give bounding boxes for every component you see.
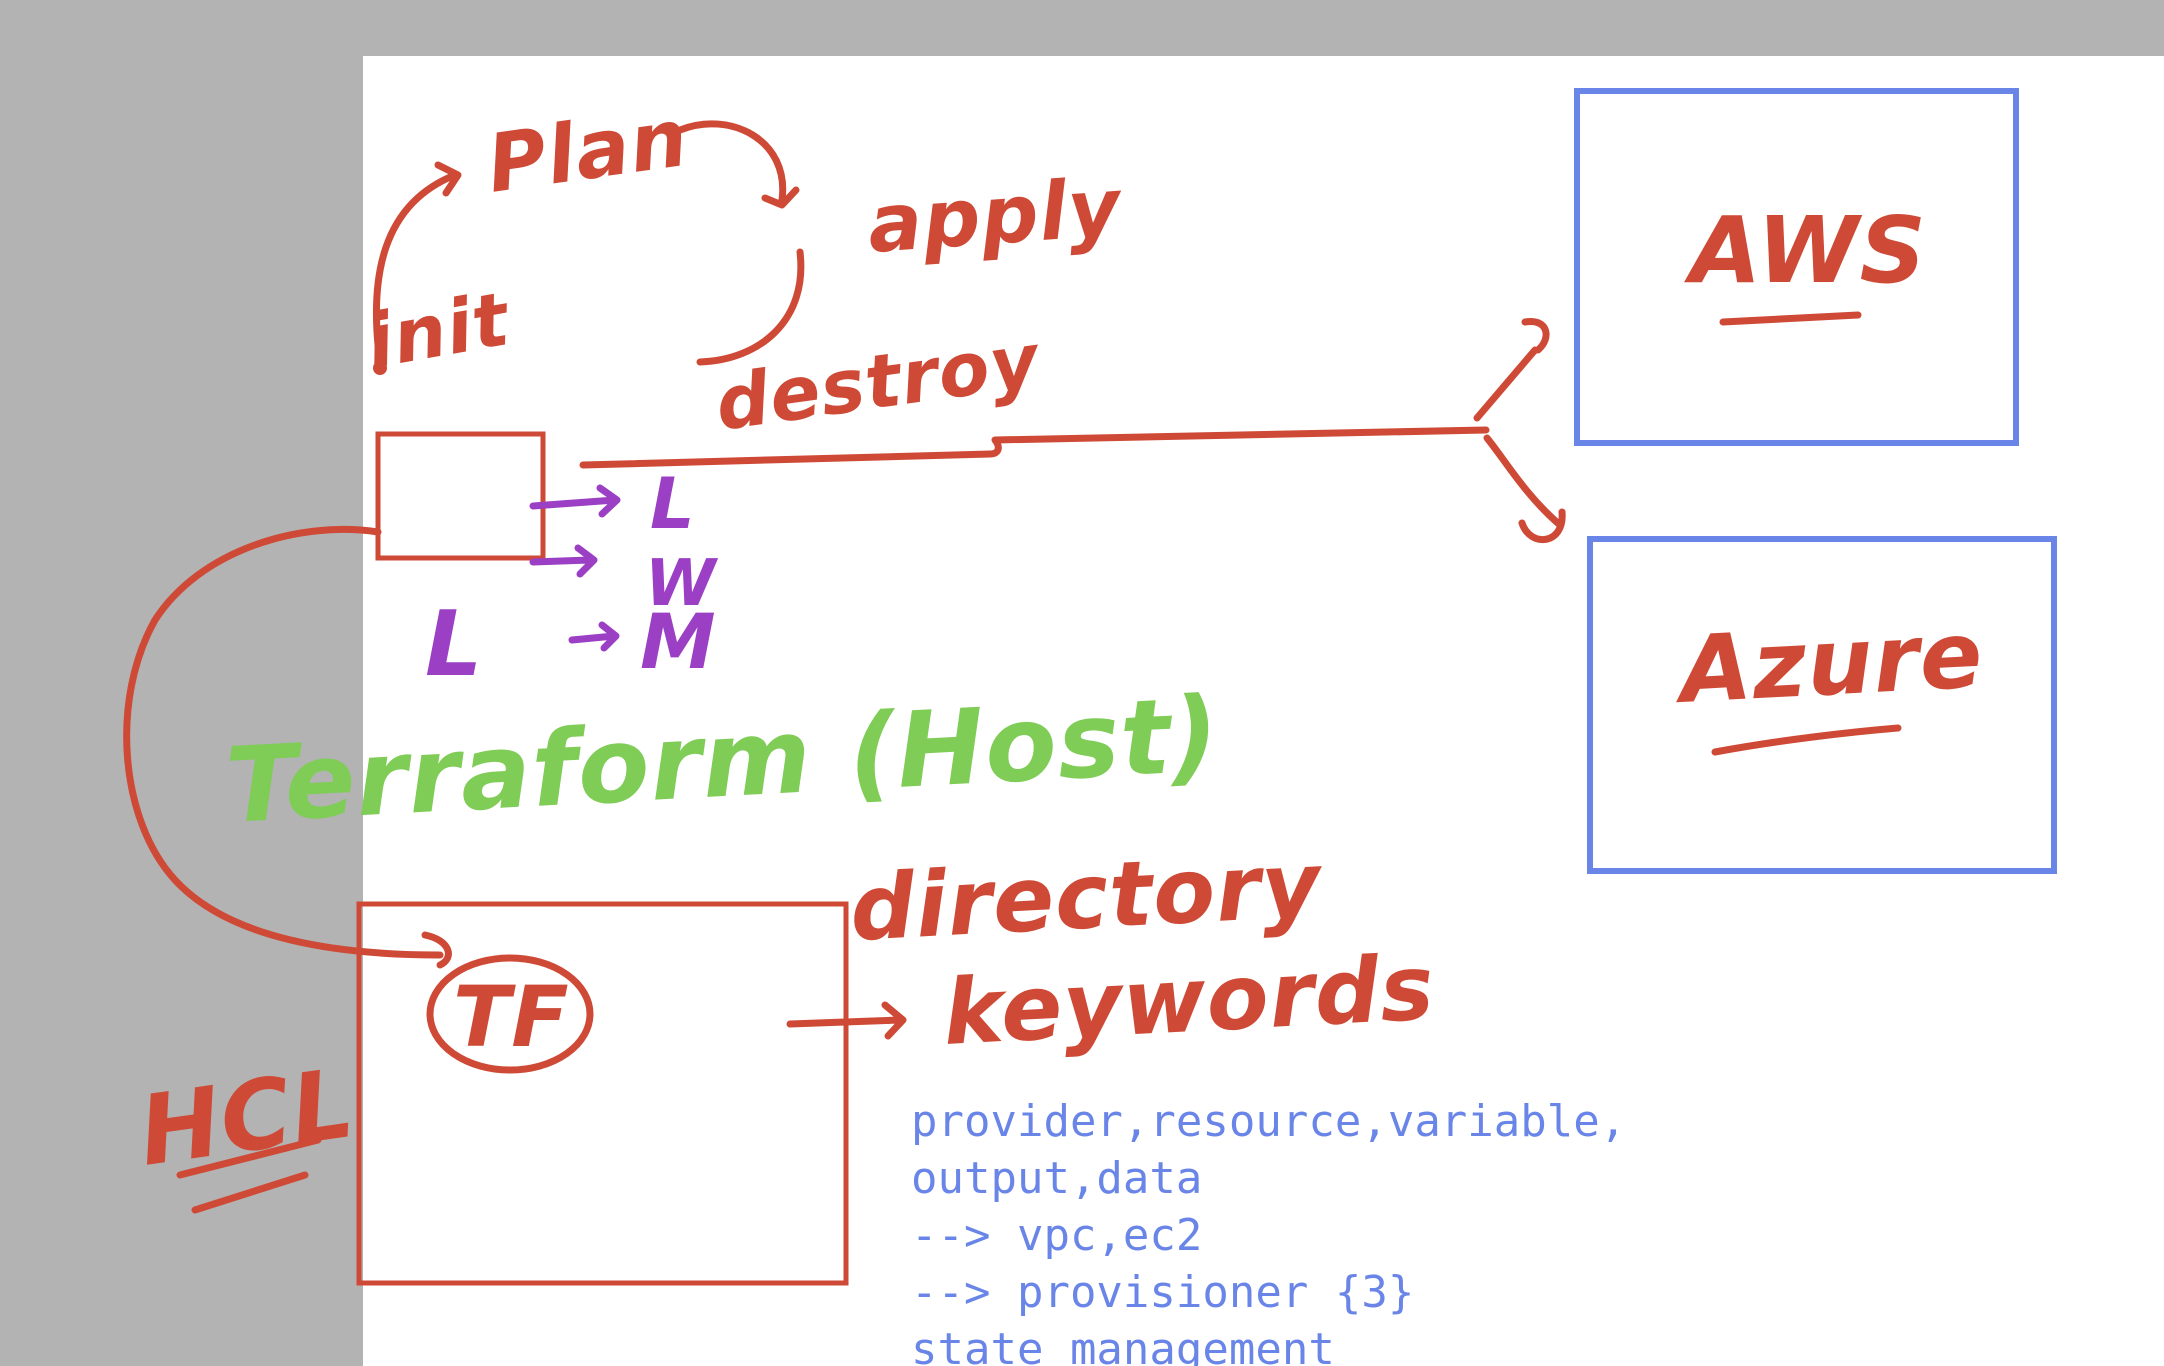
azure-underline [1711,724,1902,756]
aws-label: AWS [1684,197,1927,304]
os-target-m: M [640,597,717,686]
init-to-plan-arrow [372,171,459,349]
keywords-label: keywords [941,935,1438,1066]
workflow-plan: Plan [482,91,694,211]
to-aws-arrow [1473,346,1539,422]
arrow-to-l [529,484,621,518]
whiteboard-canvas[interactable] [363,56,2164,1366]
hcl-label: HCL [133,1047,361,1188]
azure-label: Azure [1672,601,1986,724]
to-azure-arrowhead [1518,508,1566,543]
hcl-underline-2 [191,1171,309,1214]
tf-to-keywords-arrow [786,1001,907,1040]
keyword-line: state management [911,1324,1335,1366]
workflow-init: init [360,276,517,386]
to-aws-arrowhead [1521,318,1550,354]
directory-label: directory [848,832,1326,962]
linux-symbol: L [425,592,483,697]
host-to-providers-line [579,426,1490,469]
aws-box [1574,88,2019,446]
hcl-underline-1 [176,1136,322,1179]
arrow-to-w [529,544,598,578]
aws-underline [1719,311,1862,326]
keyword-line: output,data [911,1153,1203,1204]
os-target-w: W [645,547,719,621]
keyword-line: --> provisioner {3} [911,1267,1415,1318]
init-to-plan-arrowhead [434,161,462,197]
init-dot [373,361,387,375]
azure-box [1587,536,2057,874]
plan-to-apply-arrow [676,120,787,204]
arrow-to-m [568,621,620,652]
to-azure-arrow [1483,434,1564,529]
keyword-line: --> vpc,ec2 [911,1210,1203,1261]
tf-badge-circle [426,954,594,1074]
tf-badge: TF [453,968,570,1066]
workflow-apply: apply [865,160,1126,271]
host-box [375,431,546,561]
diagram-title: Terraform (Host) [223,673,1223,847]
workflow-destroy: destroy [711,317,1047,448]
host-to-tf-curve [123,526,444,959]
os-target-l: L [650,463,696,545]
plan-to-apply-arrowhead [761,186,800,209]
apply-to-destroy-arrow [696,248,805,366]
tf-file-box [356,901,849,1286]
keyword-list: provider,resource,variable, output,data --… [911,1093,1626,1366]
host-to-tf-arrowhead [421,931,452,969]
keyword-line: provider,resource,variable, [911,1096,1627,1147]
